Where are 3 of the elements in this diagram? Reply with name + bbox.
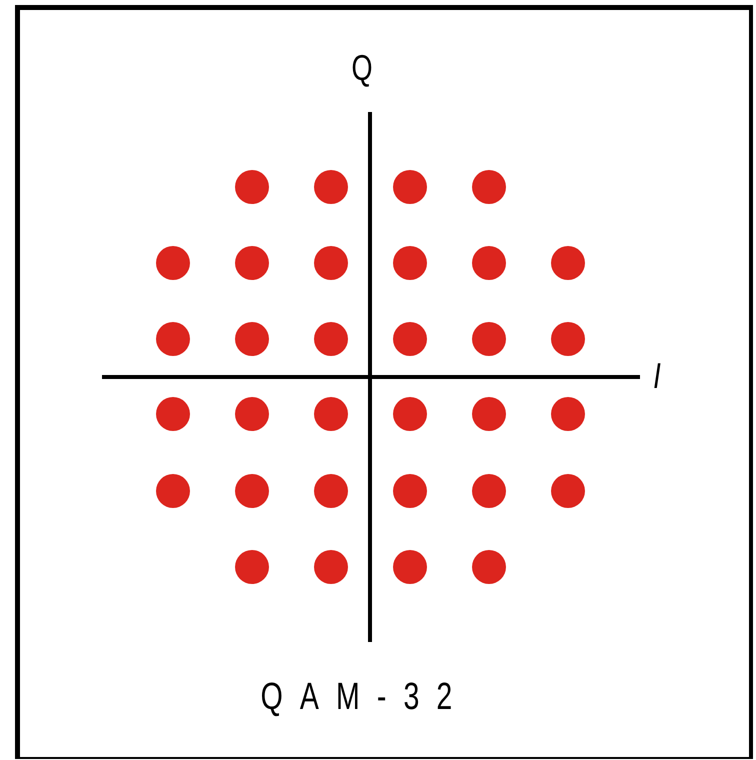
caption: QAM-32 — [260, 678, 470, 716]
axis-label: Q — [352, 50, 373, 86]
axis-label: I — [653, 358, 661, 394]
